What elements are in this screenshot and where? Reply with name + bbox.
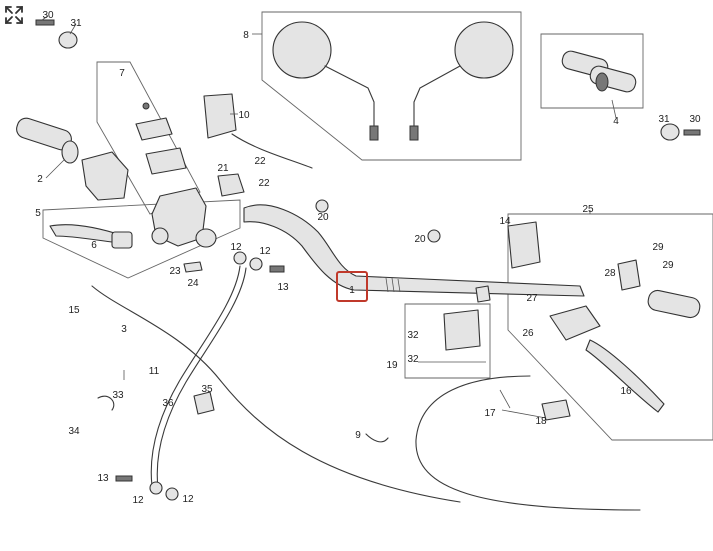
mirror-group-box (261, 11, 522, 161)
callout-16[interactable]: 16 (620, 386, 632, 397)
callout-32[interactable]: 32 (407, 330, 419, 341)
right-switch-part (203, 93, 313, 169)
hardware-parts (35, 19, 701, 501)
callout-17[interactable]: 17 (484, 408, 496, 419)
callout-3[interactable]: 3 (121, 324, 127, 335)
callout-11[interactable]: 11 (149, 366, 160, 377)
callout-9[interactable]: 9 (355, 430, 361, 441)
left-grip-part (16, 117, 79, 164)
left-mirror-part (272, 21, 379, 141)
callout-28[interactable]: 28 (604, 268, 616, 279)
callout-7[interactable]: 7 (119, 68, 125, 79)
callout-12[interactable]: 12 (132, 495, 144, 506)
callout-24[interactable]: 24 (187, 278, 199, 289)
callout-12[interactable]: 12 (182, 494, 194, 505)
callout-29[interactable]: 29 (662, 260, 674, 271)
callout-1[interactable]: 1 (349, 285, 355, 296)
brake-hose-part (150, 265, 241, 487)
grip-group-box (540, 33, 644, 109)
callout-5[interactable]: 5 (35, 208, 41, 219)
callout-12[interactable]: 12 (230, 242, 242, 253)
callout-21[interactable]: 21 (217, 163, 229, 174)
handlebar-part (243, 204, 585, 297)
switch-group-box (404, 303, 491, 379)
front-brake-group-box (42, 199, 241, 279)
callout-33[interactable]: 33 (112, 390, 124, 401)
callout-18[interactable]: 18 (535, 416, 547, 427)
switch-housing-part (81, 151, 129, 201)
callout-30[interactable]: 30 (689, 114, 701, 125)
callout-19[interactable]: 19 (386, 360, 398, 371)
callout-22[interactable]: 22 (254, 156, 266, 167)
callout-35[interactable]: 35 (201, 384, 213, 395)
callout-4[interactable]: 4 (613, 116, 619, 127)
right-grip-part (617, 259, 701, 319)
callout-34[interactable]: 34 (68, 426, 80, 437)
brake-lever-part (49, 224, 133, 249)
callout-27[interactable]: 27 (526, 293, 538, 304)
handlebar-clamp-part (217, 173, 245, 197)
grip-set-part (561, 50, 637, 93)
callout-29[interactable]: 29 (652, 242, 664, 253)
callout-14[interactable]: 14 (499, 216, 511, 227)
callout-30[interactable]: 30 (42, 10, 54, 21)
right-mirror-part (409, 21, 514, 141)
switch-plate-part (443, 309, 481, 351)
kill-switch-part (507, 221, 541, 269)
master-cylinder-part (151, 187, 217, 248)
callout-2[interactable]: 2 (37, 174, 43, 185)
clutch-group-box (507, 213, 713, 441)
callout-32[interactable]: 32 (407, 354, 419, 365)
callout-26[interactable]: 26 (522, 328, 534, 339)
clutch-lever-part (549, 305, 665, 413)
selected-callout-highlight[interactable] (336, 271, 368, 302)
callout-13[interactable]: 13 (97, 473, 109, 484)
throttle-cable-part (91, 285, 461, 503)
reservoir-parts (135, 102, 187, 175)
callout-13[interactable]: 13 (277, 282, 289, 293)
callout-20[interactable]: 20 (414, 234, 426, 245)
callout-12[interactable]: 12 (259, 246, 271, 257)
callout-31[interactable]: 31 (70, 18, 82, 29)
callout-22[interactable]: 22 (258, 178, 270, 189)
callout-6[interactable]: 6 (91, 240, 97, 251)
callout-31[interactable]: 31 (658, 114, 670, 125)
leader-lines (41, 15, 617, 419)
clutch-cable-part (415, 375, 641, 511)
callout-25[interactable]: 25 (582, 204, 594, 215)
brake-hose-outline (156, 267, 247, 489)
callout-15[interactable]: 15 (68, 305, 80, 316)
callout-23[interactable]: 23 (169, 266, 181, 277)
callout-8[interactable]: 8 (243, 30, 249, 41)
callout-10[interactable]: 10 (238, 110, 250, 121)
expand-arrows-icon[interactable] (3, 4, 25, 26)
callout-36[interactable]: 36 (162, 398, 174, 409)
callout-20[interactable]: 20 (317, 212, 329, 223)
